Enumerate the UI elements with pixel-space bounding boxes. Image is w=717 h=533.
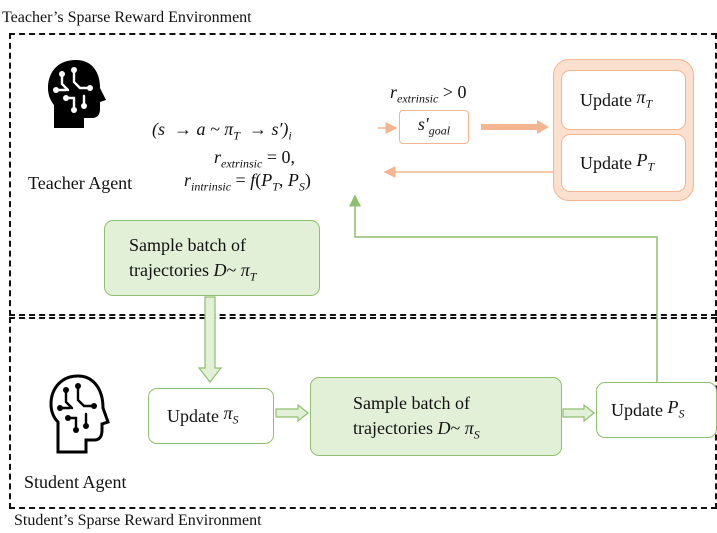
- block-arrow-sample-to-student: [197, 296, 223, 383]
- transition-tuple: (s → a ~ πT → s′)i: [152, 119, 292, 143]
- student-sample-line1: Sample batch of: [353, 393, 470, 413]
- student-env-label: Student’s Sparse Reward Environment: [14, 512, 262, 529]
- update-student-policy-box: Update πS: [148, 388, 274, 444]
- reward-intrinsic: rintrinsic = f(PT, PS): [184, 170, 311, 194]
- student-agent-label: Student Agent: [24, 472, 127, 492]
- student-sample-box: Sample batch of trajectories D~ πS: [310, 377, 562, 456]
- goal-state-box: s′goal: [399, 110, 469, 144]
- update-teacher-policy-box: Update πT: [561, 70, 686, 130]
- block-arrow-sample-to-update: [562, 403, 595, 423]
- teacher-sample-line1: Sample batch of: [129, 235, 246, 255]
- teacher-sample-box: Sample batch of trajectories D~ πT: [104, 220, 320, 296]
- update-student-prior-box: Update PS: [596, 382, 717, 438]
- block-arrow-update-to-sample: [275, 403, 309, 423]
- arrow-student-prior-to-rewards: [349, 194, 658, 382]
- teacher-sample-line2: trajectories D~ πT: [129, 260, 257, 284]
- teacher-env-label: Teacher’s Sparse Reward Environment: [2, 9, 252, 26]
- student-sample-line2: trajectories D~ πS: [353, 418, 480, 442]
- teacher-env-frame: [9, 33, 717, 316]
- update-teacher-prior-box: Update PT: [561, 134, 686, 192]
- head-outline-with-circuit-icon: [46, 372, 116, 456]
- block-arrow-goal-to-updates: [481, 120, 549, 134]
- goal-condition: rextrinsic > 0: [390, 82, 467, 106]
- teacher-agent-label: Teacher Agent: [28, 173, 133, 193]
- reward-extrinsic: rextrinsic = 0,: [214, 147, 295, 171]
- head-with-circuit-icon: [44, 58, 116, 130]
